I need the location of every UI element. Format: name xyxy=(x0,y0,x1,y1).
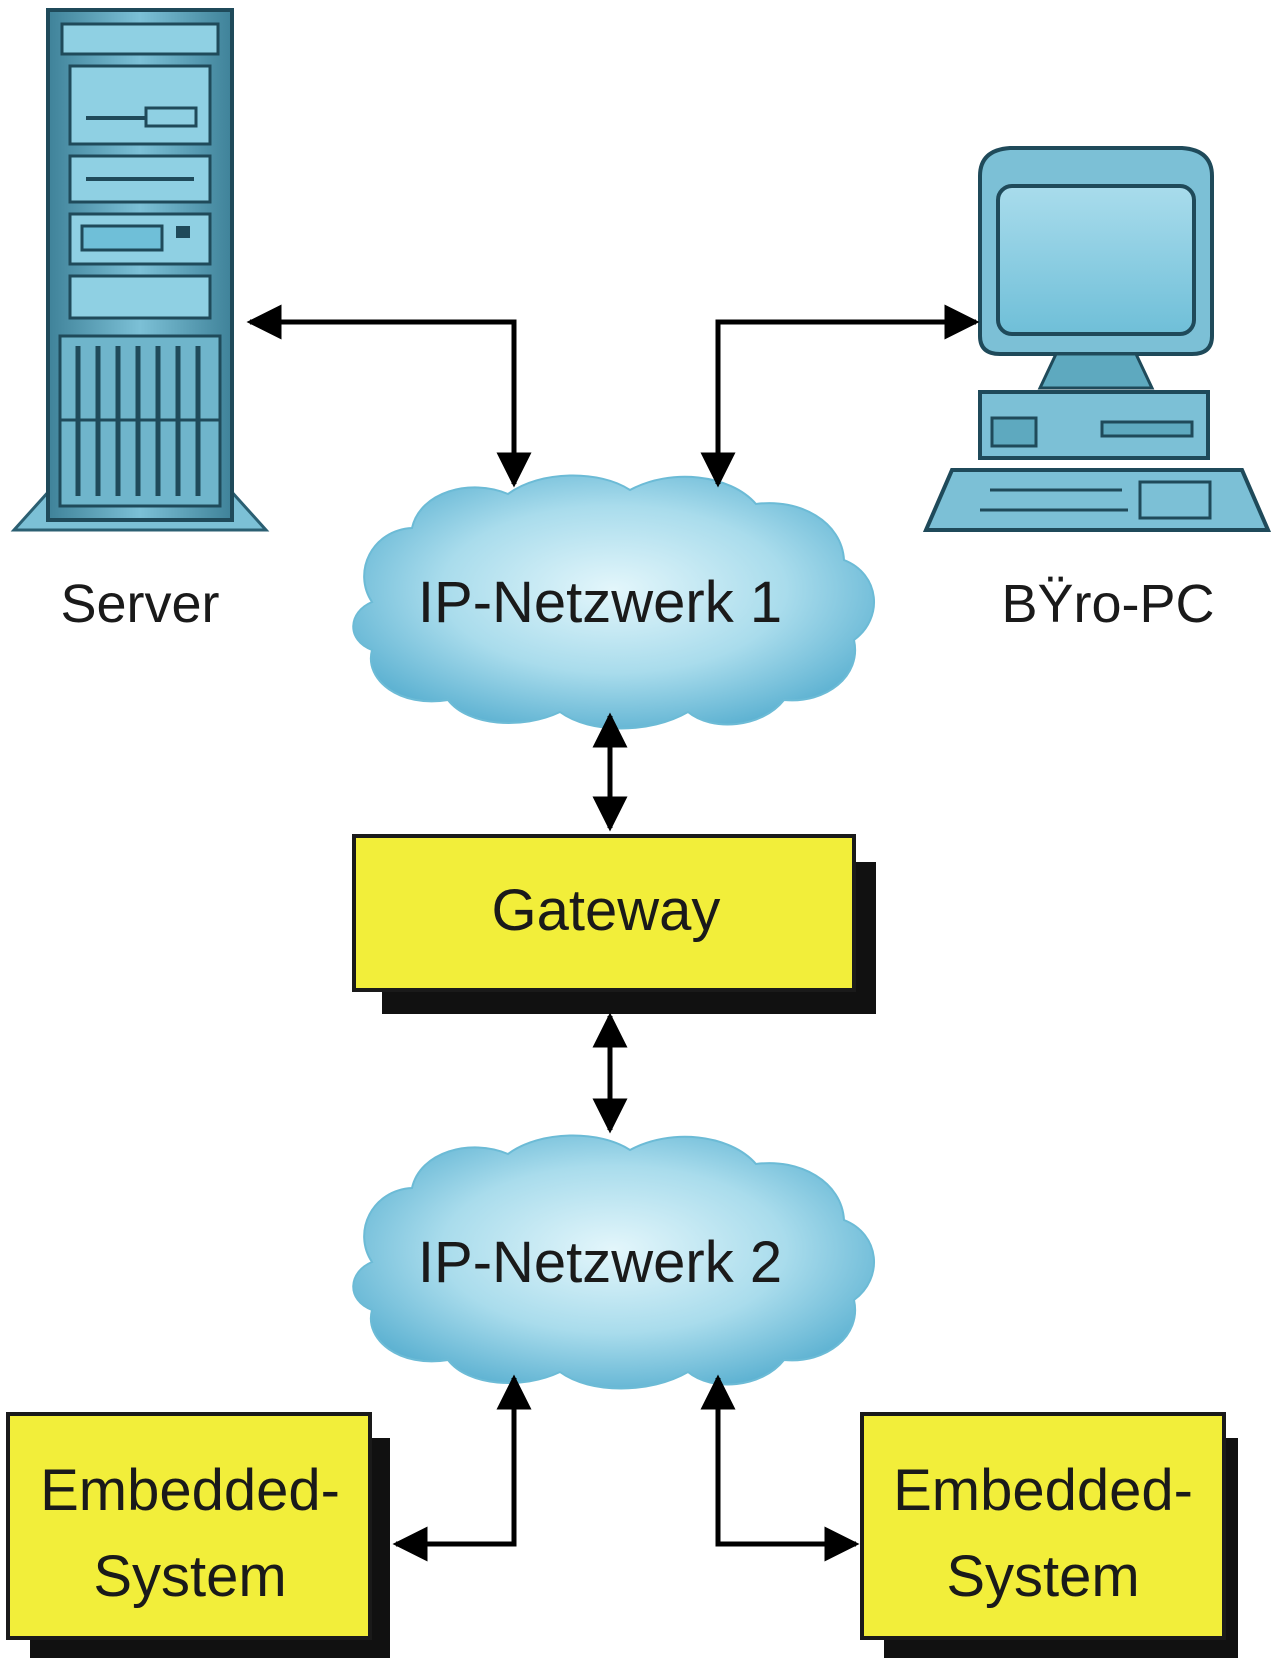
embedded-system-box-left xyxy=(6,1412,390,1658)
embedded-right-label-line2: System xyxy=(946,1544,1139,1609)
embedded-right-label-line1: Embedded- xyxy=(893,1458,1193,1523)
network1-label: IP-Netzwerk 1 xyxy=(418,570,782,635)
cloud-icon xyxy=(352,474,876,730)
office-pc-label: BŸro-PC xyxy=(1001,574,1214,634)
connector-network2-embedded-right xyxy=(700,1374,860,1562)
connector-network2-embedded-left xyxy=(392,1374,532,1562)
gateway-label: Gateway xyxy=(492,878,721,943)
server-tower-icon xyxy=(10,8,270,532)
embedded-system-box-right xyxy=(860,1412,1238,1658)
gateway-box xyxy=(352,834,876,1014)
desktop-computer-icon xyxy=(922,146,1272,532)
embedded-left-label-line1: Embedded- xyxy=(40,1458,340,1523)
network2-label: IP-Netzwerk 2 xyxy=(418,1230,782,1295)
server-label: Server xyxy=(60,574,219,634)
connector-server-network1 xyxy=(246,304,532,488)
cloud-icon xyxy=(352,1134,876,1390)
embedded-left-label-line2: System xyxy=(93,1544,286,1609)
connector-pc-network1 xyxy=(700,304,980,488)
